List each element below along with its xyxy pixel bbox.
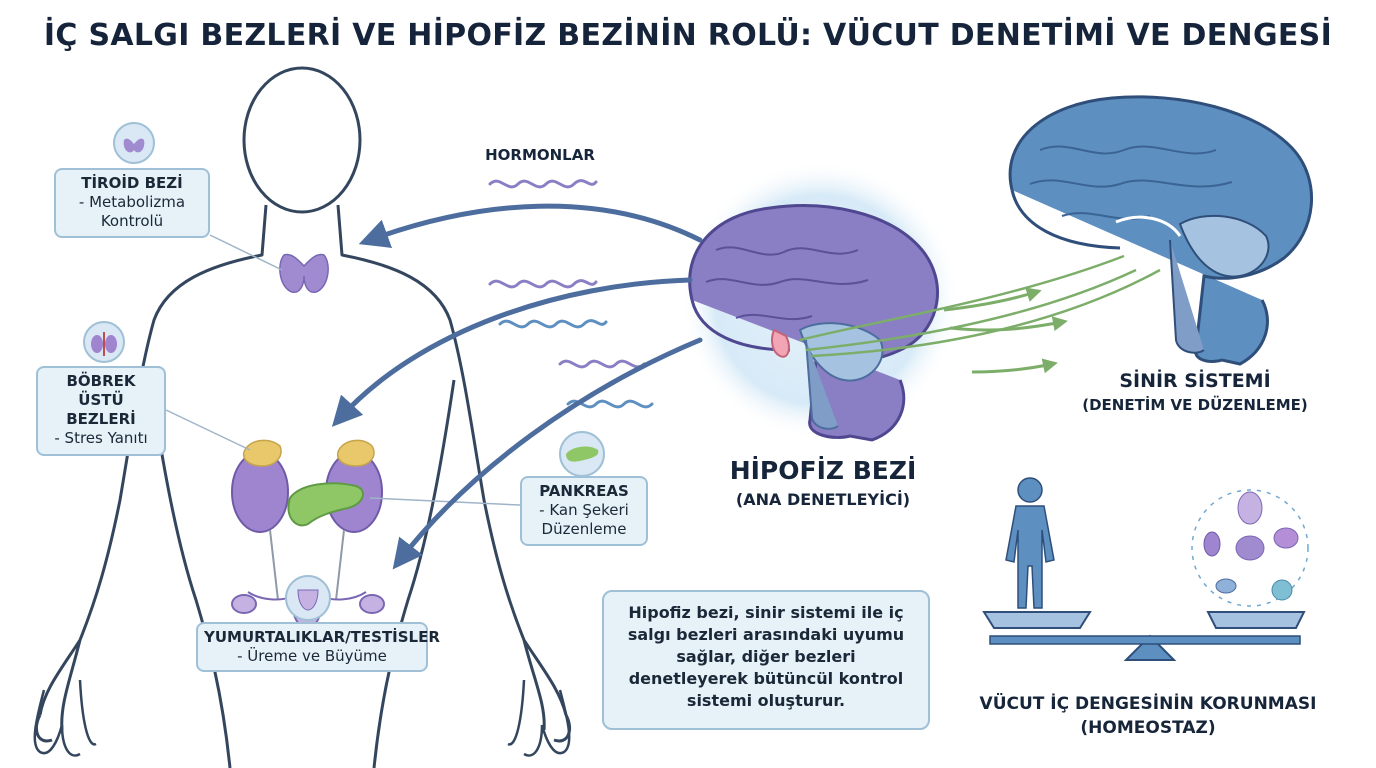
pancreas-function: - Kan Şekeri Düzenleme	[539, 501, 629, 538]
nervous-system-brain-illustration	[1008, 95, 1313, 366]
organ-cycle-icon	[1191, 489, 1309, 607]
hormone-wave-icons	[488, 179, 654, 409]
pancreas-label-box: PANKREAS - Kan Şekeri Düzenleme	[520, 476, 648, 546]
thyroid-label-box: TİROİD BEZİ - Metabolizma Kontrolü	[54, 168, 210, 238]
hand-icons	[33, 679, 571, 757]
adrenal-label-box: BÖBREK ÜSTÜ BEZLERİ - Stres Yanıtı	[36, 366, 166, 456]
thyroid-name: TİROİD BEZİ	[81, 174, 183, 192]
thyroid-icon	[113, 122, 155, 164]
nervous-system-role: (DENETİM VE DÜZENLEME)	[1082, 396, 1308, 414]
homeostasis-term: (HOMEOSTAZ)	[1080, 718, 1216, 738]
pancreas-name: PANKREAS	[539, 482, 629, 500]
homeostasis-scale	[982, 611, 1306, 661]
gonads-function: - Üreme ve Büyüme	[237, 647, 387, 665]
homeostasis-name: VÜCUT İÇ DENGESİNİN KORUNMASI	[979, 694, 1317, 714]
hormone-arrows	[331, 203, 703, 570]
uterus-icon	[285, 575, 331, 621]
adrenal-name: BÖBREK ÜSTÜ BEZLERİ	[66, 372, 136, 428]
pituitary-brain-illustration	[688, 204, 940, 442]
kidney-icon	[83, 321, 125, 363]
nervous-system-name: SİNİR SİSTEMİ	[1119, 370, 1271, 392]
gonads-name: YUMURTALIKLAR/TESTİSLER	[204, 628, 440, 646]
summary-box: Hipofiz bezi, sinir sistemi ile iç salgı…	[602, 590, 930, 730]
hormones-label: HORMONLAR	[485, 146, 595, 164]
pituitary-role: (ANA DENETLEYİCİ)	[735, 490, 911, 509]
pituitary-name: HİPOFİZ BEZİ	[729, 456, 917, 485]
label-connector-lines	[165, 234, 521, 506]
page-title: İÇ SALGI BEZLERİ VE HİPOFİZ BEZİNİN ROLÜ…	[43, 18, 1333, 53]
pancreas-organ	[287, 482, 364, 527]
human-body-outline	[35, 66, 571, 768]
thyroid-gland	[279, 253, 329, 294]
thyroid-function: - Metabolizma Kontrolü	[78, 193, 186, 230]
gonads-label-box: YUMURTALIKLAR/TESTİSLER - Üreme ve Büyüm…	[196, 622, 440, 672]
adrenal-function: - Stres Yanıtı	[54, 429, 148, 447]
human-figure-icon	[1005, 477, 1055, 609]
nerve-fibers	[799, 254, 1161, 358]
